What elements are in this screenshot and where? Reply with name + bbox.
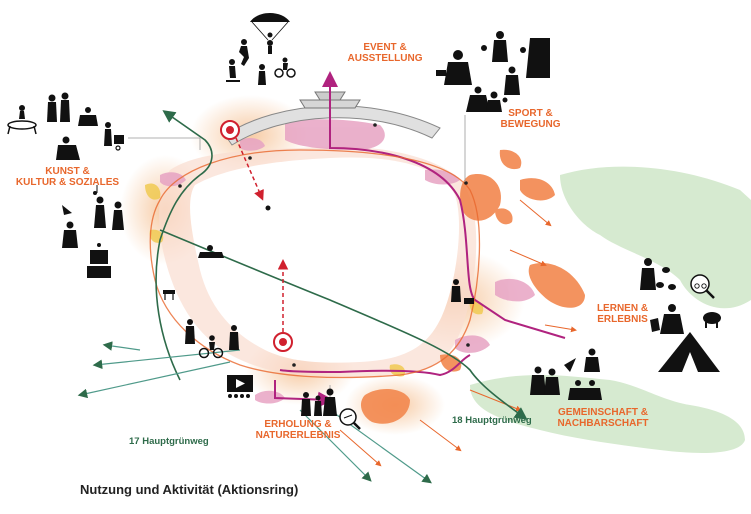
- bike-rider-icon: [198, 335, 224, 359]
- label-gemeinschaft-nachbarschaft: GEMEINSCHAFT & NACHBARSCHAFT: [557, 407, 649, 429]
- label-event-ausstellung: EVENT & AUSSTELLUNG: [347, 42, 423, 64]
- reclining-person-icon: [198, 245, 224, 258]
- trampoline-icon: [7, 105, 37, 135]
- chickens-icon: [656, 267, 676, 290]
- label-sport-bewegung: SPORT & BEWEGUNG: [500, 108, 561, 130]
- gardener-icon: [650, 304, 684, 334]
- label-hauptgruenweg-18: 18 Hauptgrünweg: [452, 415, 532, 426]
- chef-icon: [584, 348, 600, 372]
- martial-arts-icon: [466, 86, 502, 112]
- parachute-icon: [250, 13, 290, 54]
- cyclist-icon: [274, 57, 296, 78]
- orange-zones: [360, 149, 585, 424]
- family-walk-icon: [301, 388, 337, 416]
- dog-walker-icon: [451, 279, 474, 304]
- hikers-icon: [185, 319, 239, 350]
- climber-icon: [520, 38, 550, 78]
- dancer-icon: [267, 32, 273, 38]
- cinema-screen-icon: [227, 375, 253, 398]
- map-dots: [178, 123, 470, 367]
- robot-icon: [87, 243, 111, 278]
- bench-icon: [163, 290, 175, 300]
- football-player-icon: [502, 66, 520, 103]
- event-target-marker: [220, 120, 271, 211]
- green-route-diagonal: [159, 229, 528, 420]
- painter-icon: [56, 136, 80, 160]
- sheep-icon: [703, 312, 721, 328]
- parent-stroller-icon: [104, 122, 124, 151]
- party-popper-icon: [564, 358, 576, 372]
- magnifier-bike-icon: [690, 274, 715, 299]
- weightlifter-icon: [436, 50, 472, 85]
- guitarist-icon: [62, 221, 78, 248]
- confetti-icon: [62, 205, 72, 215]
- reading-family-icon: [78, 107, 98, 126]
- label-erholung-naturerlebnis: ERHOLUNG & NATURERLEBNIS: [255, 419, 341, 441]
- elderly-couple-icon: [47, 92, 70, 122]
- magnifier-bird-icon: [339, 408, 361, 430]
- seated-group-icon: [568, 380, 602, 400]
- label-lernen-erlebnis: LERNEN & ERLEBNIS: [596, 303, 649, 325]
- figure-caption: Nutzung und Aktivität (Aktionsring): [80, 482, 299, 497]
- picnic-group-icon: [530, 366, 560, 395]
- dancers-icon: [94, 196, 124, 230]
- orange-ring-path: [149, 149, 481, 379]
- juggler-icon: [258, 64, 266, 85]
- skateboarder-icon: [226, 59, 240, 82]
- label-kunst-kultur-soziales: KUNST & KULTUR & SOZIALES: [15, 166, 120, 188]
- magenta-route: [274, 108, 566, 400]
- label-hauptgruenweg-17: 17 Hauptgrünweg: [129, 436, 209, 447]
- green-route-north: [155, 110, 213, 381]
- basketball-player-icon: [481, 31, 508, 62]
- inner-field: [190, 157, 460, 363]
- erholung-target-marker: [273, 259, 293, 352]
- runner-icon: [239, 39, 249, 66]
- tent-icon: [658, 332, 720, 372]
- music-note-icon: [93, 185, 98, 195]
- farmer-icon: [640, 258, 656, 290]
- teal-side-paths: [77, 341, 432, 484]
- orange-spur-paths: [339, 199, 577, 467]
